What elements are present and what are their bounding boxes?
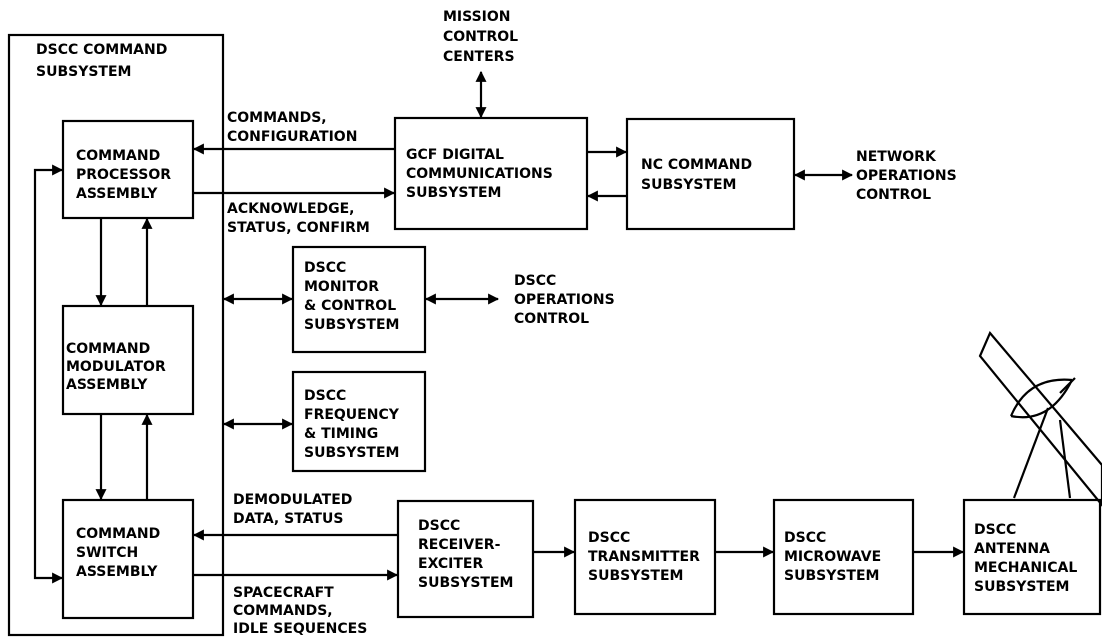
dscc-command-subsystem-frame	[7, 33, 225, 637]
dscc-antenna-mechanical-label: DSCC ANTENNA MECHANICAL SUBSYSTEM	[974, 522, 1082, 595]
nc-command-subsystem-label: NC COMMAND SUBSYSTEM	[641, 157, 757, 193]
command-modulator-assembly-label: COMMAND MODULATOR ASSEMBLY	[66, 341, 171, 393]
gcf-digital-communications-label: GCF DIGITAL COMMUNICATIONS SUBSYSTEM	[406, 147, 558, 201]
acknowledge-status-label: ACKNOWLEDGE, STATUS, CONFIRM	[227, 201, 370, 236]
commands-configuration-label: COMMANDS, CONFIGURATION	[227, 110, 357, 145]
dscc-receiver-exciter-block	[396, 499, 535, 619]
mission-control-centers-label: MISSION CONTROL CENTERS	[443, 9, 523, 65]
dscc-frequency-timing-label: DSCC FREQUENCY & TIMING SUBSYSTEM	[304, 388, 404, 461]
antenna-dish-icon	[978, 330, 1102, 507]
dscc-monitor-control-label: DSCC MONITOR & CONTROL SUBSYSTEM	[304, 260, 401, 333]
dscc-operations-control-label: DSCC OPERATIONS CONTROL	[514, 273, 620, 327]
network-operations-control-label: NETWORK OPERATIONS CONTROL	[856, 149, 962, 203]
spacecraft-commands-label: SPACECRAFT COMMANDS, IDLE SEQUENCES	[233, 585, 367, 637]
dscc-command-subsystem-label: DSCC COMMAND SUBSYSTEM	[36, 42, 172, 80]
nc-command-subsystem-block	[625, 117, 796, 231]
command-switch-assembly-label: COMMAND SWITCH ASSEMBLY	[76, 526, 165, 580]
command-processor-assembly-label: COMMAND PROCESSOR ASSEMBLY	[76, 148, 176, 202]
dscc-microwave-label: DSCC MICROWAVE SUBSYSTEM	[784, 530, 886, 584]
dscc-transmitter-label: DSCC TRANSMITTER SUBSYSTEM	[588, 530, 705, 584]
processor-switch-loop-arrow	[33, 164, 64, 584]
dscc-receiver-exciter-label: DSCC RECEIVER- EXCITER SUBSYSTEM	[418, 518, 513, 591]
dscc-antenna-mechanical-block	[962, 498, 1102, 616]
gcf-digital-communications-block	[393, 116, 589, 231]
demodulated-data-label: DEMODULATED DATA, STATUS	[233, 492, 357, 527]
